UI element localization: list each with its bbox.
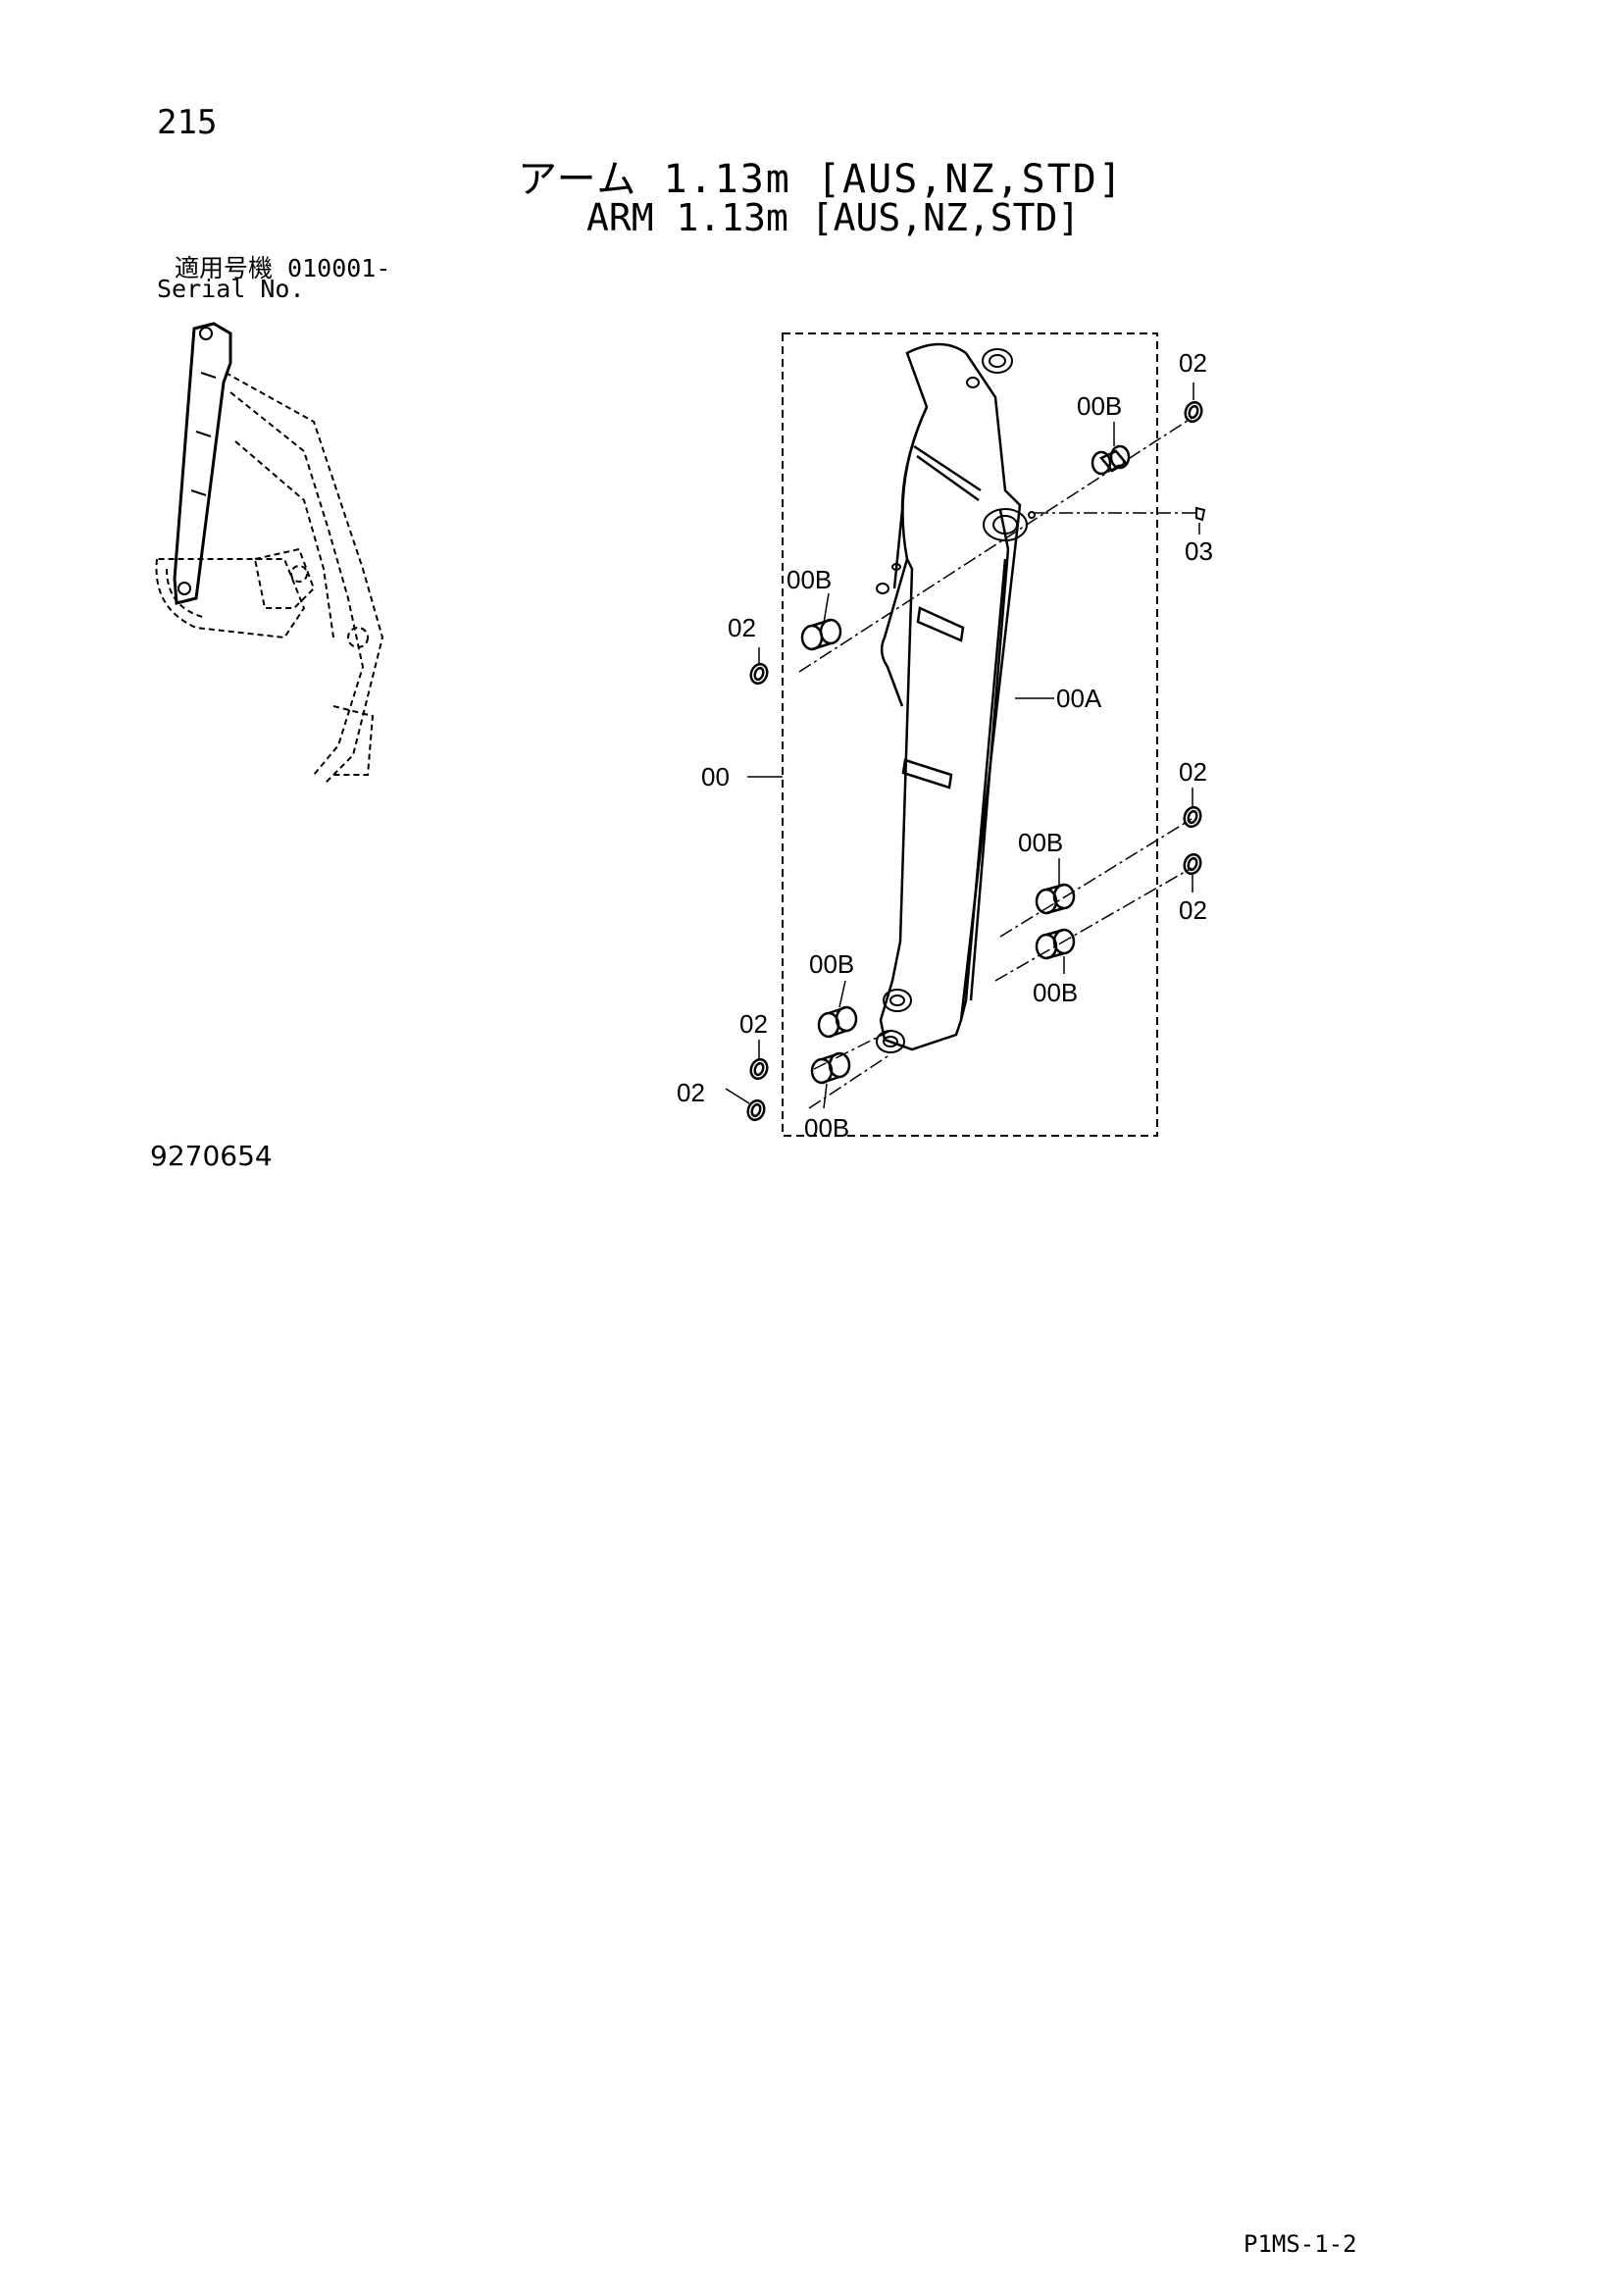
arm-parts-diagram: 02 00B 03 00B 02 00A 00 02 00B 02 00B 00…: [677, 332, 1213, 1143]
callout-00: 00: [701, 762, 730, 791]
callout-00b: 00B: [809, 949, 854, 979]
callout-02: 02: [728, 613, 756, 642]
page-code: P1MS-1-2: [1243, 2230, 1357, 2258]
callout-02: 02: [677, 1078, 705, 1107]
callout-00b: 00B: [1018, 828, 1063, 857]
seal-rings: [746, 400, 1203, 1122]
callout-00b: 00B: [804, 1113, 849, 1143]
figure-number: 9270654: [150, 1140, 273, 1172]
grease-fitting: [1195, 506, 1206, 522]
callout-03: 03: [1185, 536, 1213, 566]
callout-02: 02: [1179, 757, 1207, 787]
callout-00a: 00A: [1056, 684, 1102, 713]
callout-00b: 00B: [1033, 978, 1078, 1007]
arm-body: [879, 342, 1022, 1051]
callout-02: 02: [1179, 895, 1207, 925]
assembly-box: [782, 332, 1158, 1137]
callout-02: 02: [1179, 348, 1207, 378]
bushings: [800, 444, 1131, 1085]
page-title-japanese: アーム 1.13m [AUS,NZ,STD]: [518, 157, 1124, 202]
serial-label-english: Serial No.: [157, 275, 305, 303]
serial-label-japanese: 適用号機 010001-: [175, 254, 391, 282]
page-title-english: ARM 1.13m [AUS,NZ,STD]: [586, 196, 1081, 239]
page-number: 215: [157, 103, 218, 142]
locator-sketch: [155, 322, 384, 786]
callout-00b: 00B: [787, 565, 832, 594]
callout-02: 02: [739, 1009, 768, 1039]
callout-00b: 00B: [1077, 391, 1122, 421]
